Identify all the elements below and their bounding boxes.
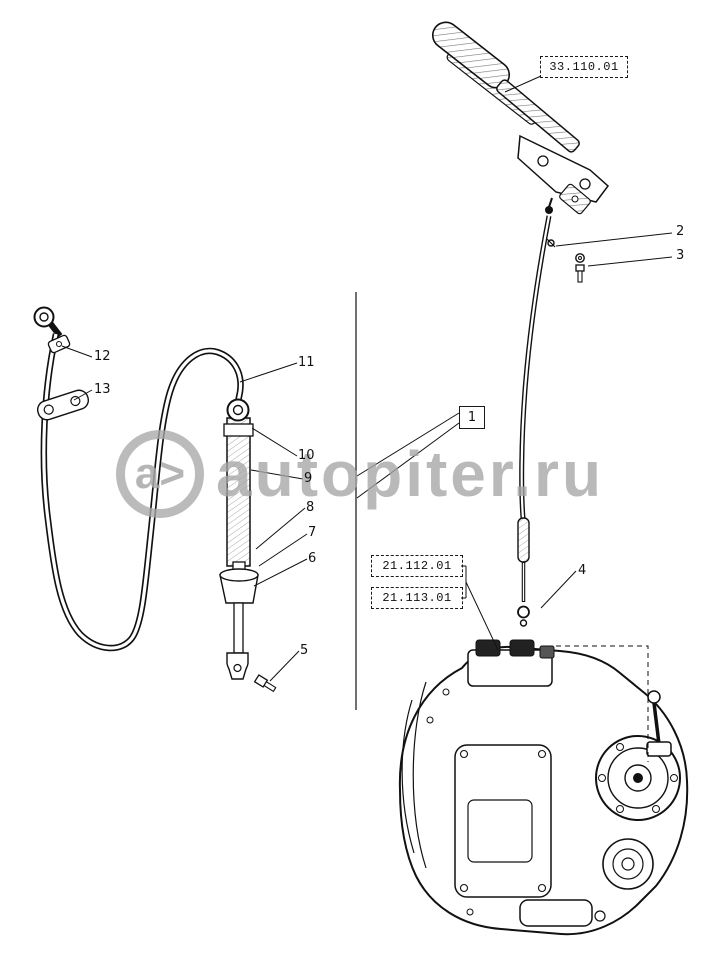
leader-1b [356, 422, 460, 499]
flex-tube-core [42, 333, 243, 650]
dipstick-tube-assembly [33, 306, 277, 693]
leader-7 [258, 533, 308, 567]
leader-9 [250, 469, 304, 480]
leader-13 [73, 389, 93, 401]
callout-8: 8 [306, 500, 315, 515]
eyelet-stub [47, 321, 63, 338]
leader-1a [356, 412, 460, 477]
bell-rib [412, 681, 427, 869]
flange-bolt [670, 774, 678, 782]
cable-clip-pin [546, 238, 556, 248]
solenoid-coil [475, 639, 501, 657]
assembly-dashed-boundary [556, 645, 649, 762]
lever-arm [496, 79, 580, 153]
bracket-hole [579, 178, 591, 190]
inner-cover [467, 799, 533, 863]
callout-13: 13 [94, 382, 111, 397]
drain-plug [594, 910, 606, 922]
leader-10 [251, 427, 298, 457]
leader-6 [253, 558, 308, 587]
cover-bolt [459, 883, 469, 893]
dipstick-ring-hole [232, 404, 244, 416]
flange-bolt [616, 743, 624, 751]
callout-3: 3 [676, 248, 685, 263]
callout-10: 10 [298, 448, 315, 463]
housing-bolt [426, 716, 434, 724]
callout-11: 11 [298, 355, 315, 370]
cover-bolt [537, 883, 547, 893]
section-ref-21-112-01[interactable]: 21.112.01 [371, 555, 463, 577]
callout-box-1: 1 [459, 406, 485, 429]
cable-eyelet [517, 605, 530, 619]
callout-5: 5 [300, 643, 309, 658]
section-ref-33-110-01[interactable]: 33.110.01 [540, 56, 628, 78]
clevis-bolt [253, 674, 277, 693]
leader-11 [239, 362, 298, 383]
housing-bolt [466, 908, 474, 916]
flange-bolt [598, 774, 606, 782]
callout-12: 12 [94, 349, 111, 364]
callout-7: 7 [308, 525, 317, 540]
shift-lever-knob [647, 690, 661, 704]
callout-6: 6 [308, 551, 317, 566]
leader-8 [255, 507, 306, 550]
bolt-shaft [577, 270, 583, 283]
callout-9: 9 [304, 471, 313, 486]
sump [519, 899, 593, 927]
leader-4 [540, 570, 577, 609]
cable-core [520, 215, 551, 519]
cable-anchor-link [548, 197, 553, 208]
cover-bolt [459, 749, 469, 759]
mounting-bracket [36, 389, 90, 421]
flare-top [219, 568, 259, 582]
leader-12 [61, 345, 93, 358]
transmission-housing [398, 639, 689, 936]
solenoid-coil [509, 639, 535, 657]
callout-4: 4 [578, 563, 587, 578]
housing-bolt [442, 688, 450, 696]
bracket-hole [537, 155, 549, 167]
leader-5 [269, 650, 300, 682]
control-cable-right [517, 215, 585, 627]
cable-end-knob [545, 206, 553, 214]
cable-clamp [47, 334, 71, 354]
shift-lever-base [646, 741, 672, 757]
lower-shaft [233, 602, 244, 654]
leader-ref-mid [461, 565, 499, 651]
tube-collar [223, 423, 254, 437]
cable-end-ball [519, 619, 528, 627]
leader-ref-top [504, 75, 542, 93]
tab-hole [571, 195, 579, 203]
section-ref-21-113-01[interactable]: 21.113.01 [371, 587, 463, 609]
leader-3 [587, 256, 673, 267]
bolt-head [575, 264, 585, 272]
output-hub [633, 773, 643, 783]
solenoid-connector [539, 645, 555, 659]
lower-flange-hub [621, 857, 635, 871]
dipstick-tube [226, 417, 251, 567]
leader-2 [555, 232, 673, 247]
cover-bolt [537, 749, 547, 759]
callout-2: 2 [676, 224, 685, 239]
cable-handle [517, 517, 530, 563]
eyelet-hole [39, 312, 49, 322]
washer-hole [578, 256, 582, 260]
bell-rib [401, 699, 415, 854]
control-lever-assembly [431, 21, 610, 215]
cable-outline [519, 215, 552, 519]
shift-lever-shaft [652, 702, 661, 745]
clevis-hole [233, 663, 242, 673]
leader-lines [61, 75, 673, 682]
flange-bolt [652, 805, 660, 813]
flange-bolt [616, 805, 624, 813]
